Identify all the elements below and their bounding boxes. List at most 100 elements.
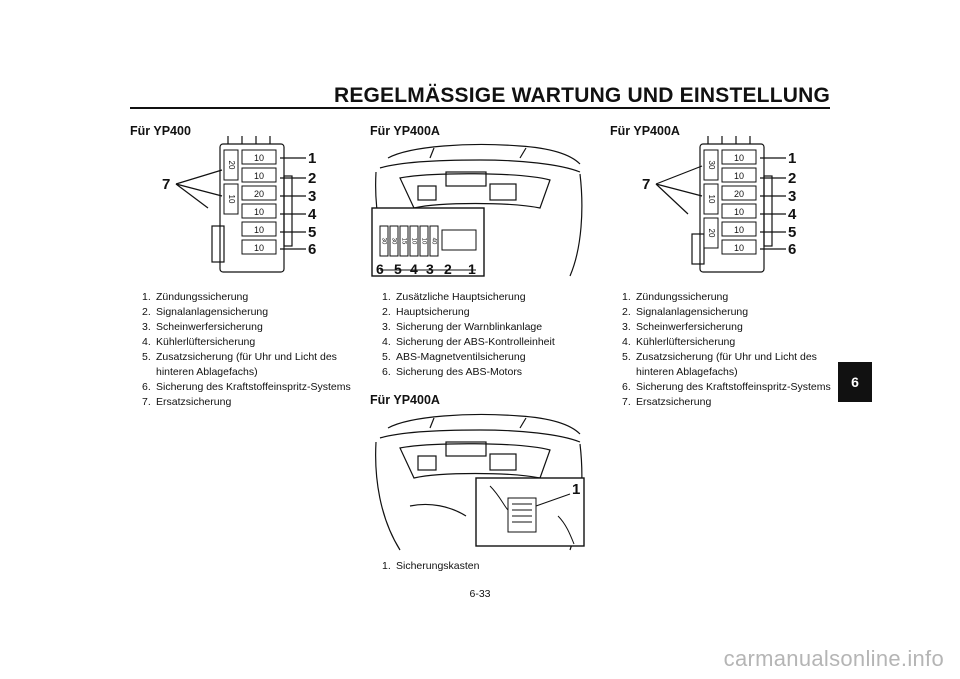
legend-item: 4.Kühlerlüftersicherung (142, 336, 256, 348)
callout-number: 2 (444, 261, 452, 277)
fuse-rating-label: 10 (254, 171, 264, 181)
legend-item: 5.Zusatzsicherung (für Uhr und Licht des… (142, 351, 337, 378)
fuse: 10 (241, 203, 277, 219)
fuse: 10 (721, 221, 757, 237)
legend-item: 2.Hauptsicherung (382, 306, 470, 318)
callout-number: 5 (308, 224, 316, 241)
legend-item: 6.Sicherung des Kraftstoffeinspritz-Syst… (622, 381, 831, 393)
abs-fuse-rating-label: 15 (400, 238, 406, 245)
callout-number: 7 (162, 176, 170, 193)
fuse-rating-label: 10 (254, 207, 264, 217)
fuse-rating-label: 10 (734, 207, 744, 217)
fuse: 10 (721, 239, 757, 255)
fuse: 10 (241, 221, 277, 237)
spare-fuse: 20 (703, 217, 719, 249)
fuse-rating-label: 10 (254, 225, 264, 235)
legend-item: 2.Signalanlagensicherung (622, 306, 749, 318)
legend-item: 1.Zündungssicherung (622, 291, 729, 303)
callout-number: 6 (788, 241, 796, 258)
abs-fuse: 30 (389, 225, 399, 257)
legend-item: 7.Ersatzsicherung (622, 396, 712, 408)
callout-number: 5 (394, 261, 402, 277)
legend-item: 6.Sicherung des ABS-Motors (382, 366, 523, 378)
legend-item: 3.Sicherung der Warnblinkanlage (382, 321, 543, 333)
column-2-heading-second: Für YP400A (370, 393, 440, 407)
fuse-rating-label: 10 (254, 153, 264, 163)
column-1-heading: Für YP400 (130, 124, 191, 138)
fuse-rating-label: 10 (734, 243, 744, 253)
callout-number: 7 (642, 176, 650, 193)
callout-number: 1 (788, 150, 796, 167)
abs-fuse: 10 (409, 225, 419, 257)
fusebox-location-diagram: 1 (375, 413, 585, 551)
abs-fuse: 30 (379, 225, 389, 257)
callout-number: 3 (308, 188, 316, 205)
chapter-tab: 6 (838, 362, 872, 402)
abs-fuse: 10 (419, 225, 429, 257)
legend-item: 2.Signalanlagensicherung (142, 306, 269, 318)
legend-list-yp400: 1.Zündungssicherung 2.Signalanlagensiche… (130, 290, 360, 410)
abs-fuse: 15 (399, 225, 409, 257)
column-2-heading: Für YP400A (370, 124, 440, 138)
legend-item: 7.Ersatzsicherung (142, 396, 232, 408)
spare-fuse: 10 (703, 183, 719, 215)
callout-number: 6 (308, 241, 316, 258)
callout-number: 4 (308, 206, 317, 223)
fuse: 20 (721, 185, 757, 201)
legend-item: 3.Scheinwerfersicherung (142, 321, 263, 333)
spare-fuse: 30 (703, 149, 719, 181)
spare-fuse: 10 (223, 183, 239, 215)
fuse: 20 (241, 185, 277, 201)
abs-fuse-rating-label: 40 (430, 238, 436, 245)
fuse: 10 (241, 167, 277, 183)
callout-number: 3 (788, 188, 796, 205)
callout-number: 5 (788, 224, 796, 241)
fuse: 10 (721, 167, 757, 183)
abs-fuse-rating-label: 10 (420, 238, 426, 245)
fuse: 10 (241, 239, 277, 255)
fuse-rating-label: 20 (254, 189, 264, 199)
legend-list-abs: 1.Zusätzliche Hauptsicherung 2.Hauptsich… (370, 290, 600, 380)
spare-fuse: 20 (223, 149, 239, 181)
header-rule (130, 107, 830, 109)
callout-number: 1 (468, 261, 476, 277)
abs-fuse-rating-label: 30 (390, 238, 396, 245)
spare-fuse-rating-label: 10 (707, 195, 716, 204)
fuse: 10 (241, 149, 277, 165)
fuse: 10 (721, 149, 757, 165)
abs-fuse-rating-label: 10 (410, 238, 416, 245)
legend-item: 1.Sicherungskasten (382, 560, 480, 572)
fuse: 10 (721, 203, 757, 219)
page-number: 6-33 (469, 588, 491, 600)
callout-number: 6 (376, 261, 384, 277)
legend-item: 1.Zündungssicherung (142, 291, 249, 303)
spare-fuse-rating-label: 30 (707, 161, 716, 170)
legend-item: 4.Kühlerlüftersicherung (622, 336, 736, 348)
legend-item: 6.Sicherung des Kraftstoffeinspritz-Syst… (142, 381, 351, 393)
callout-number: 4 (788, 206, 797, 223)
abs-fuse: 40 (429, 225, 439, 257)
legend-item: 1.Zusätzliche Hauptsicherung (382, 291, 526, 303)
legend-item: 3.Scheinwerfersicherung (622, 321, 743, 333)
callout-number: 2 (308, 170, 316, 187)
legend-item: 4.Sicherung der ABS-Kontrolleinheit (382, 336, 555, 348)
legend-list-location: 1.Sicherungskasten (370, 559, 600, 574)
fuse-rating-label: 10 (734, 171, 744, 181)
callout-number: 1 (308, 150, 316, 167)
fuse-rating-label: 10 (254, 243, 264, 253)
spare-fuse-rating-label: 20 (707, 229, 716, 238)
legend-item: 5.Zusatzsicherung (für Uhr und Licht des… (622, 351, 817, 378)
column-3-heading: Für YP400A (610, 124, 680, 138)
watermark: carmanualsonline.info (723, 646, 944, 671)
abs-fuse-rating-label: 30 (380, 238, 386, 245)
callout-number: 3 (426, 261, 434, 277)
fuse-rating-label: 10 (734, 225, 744, 235)
legend-item: 5.ABS-Magnetventilsicherung (382, 351, 526, 363)
callout-number: 1 (572, 481, 580, 498)
fuse-rating-label: 10 (734, 153, 744, 163)
spare-fuse-rating-label: 20 (227, 161, 236, 170)
spare-fuse-rating-label: 10 (227, 195, 236, 204)
fuse-rating-label: 20 (734, 189, 744, 199)
